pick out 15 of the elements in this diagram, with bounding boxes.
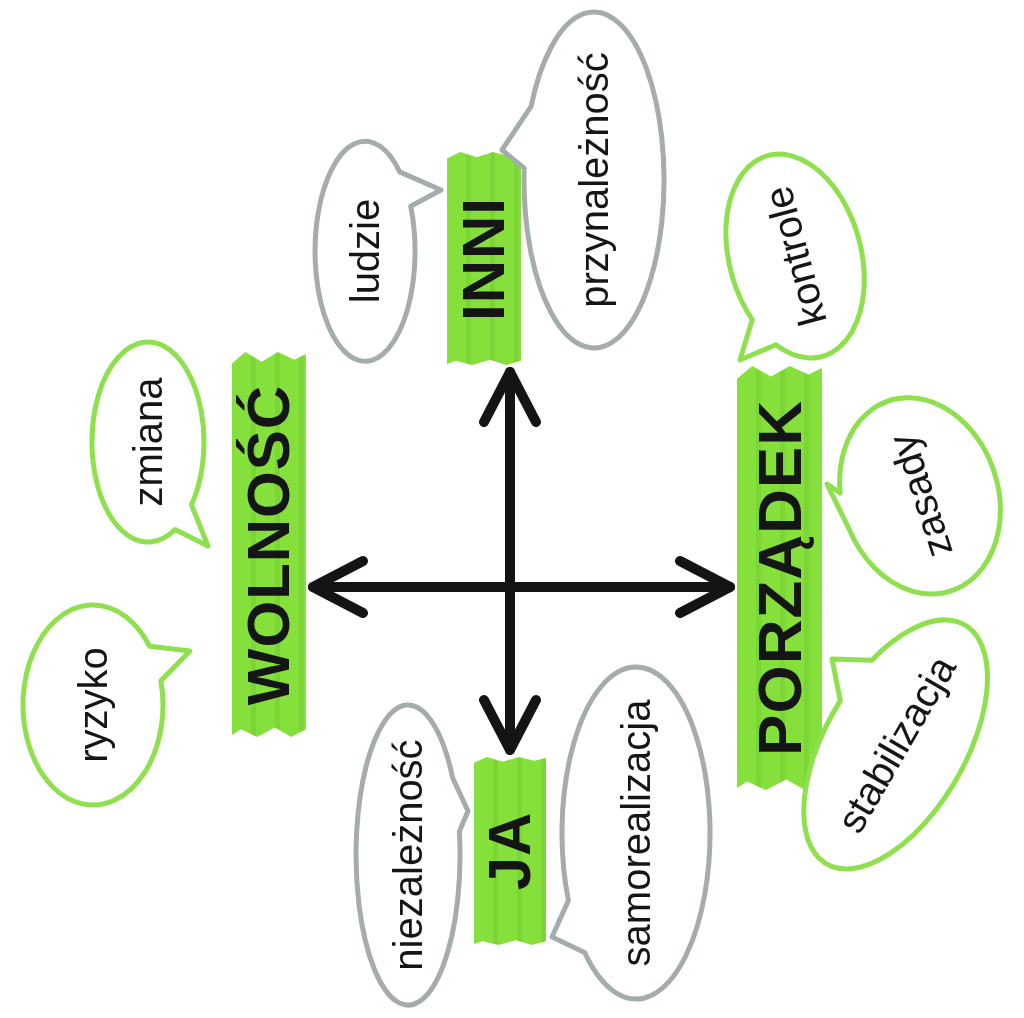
bubble-label: zmiana: [128, 377, 168, 507]
double-arrow: [308, 556, 735, 618]
bubble-label: zasady: [881, 429, 959, 563]
highlight-band: [447, 152, 521, 365]
bubble-label: przynależność: [574, 52, 614, 308]
double-arrow: [479, 367, 541, 755]
keyword-label: INNI: [454, 196, 514, 321]
bubble-label: ryzyko: [73, 647, 113, 763]
bubble-label: ludzie: [345, 198, 385, 304]
keyword-label: JA: [480, 811, 540, 891]
highlight-band: [474, 757, 546, 945]
bubble-label: samorealizacja: [616, 699, 656, 967]
speech-bubble: [18, 601, 194, 809]
bubble-label: kontrole: [757, 182, 833, 330]
bubble-label: niezależność: [388, 739, 428, 971]
